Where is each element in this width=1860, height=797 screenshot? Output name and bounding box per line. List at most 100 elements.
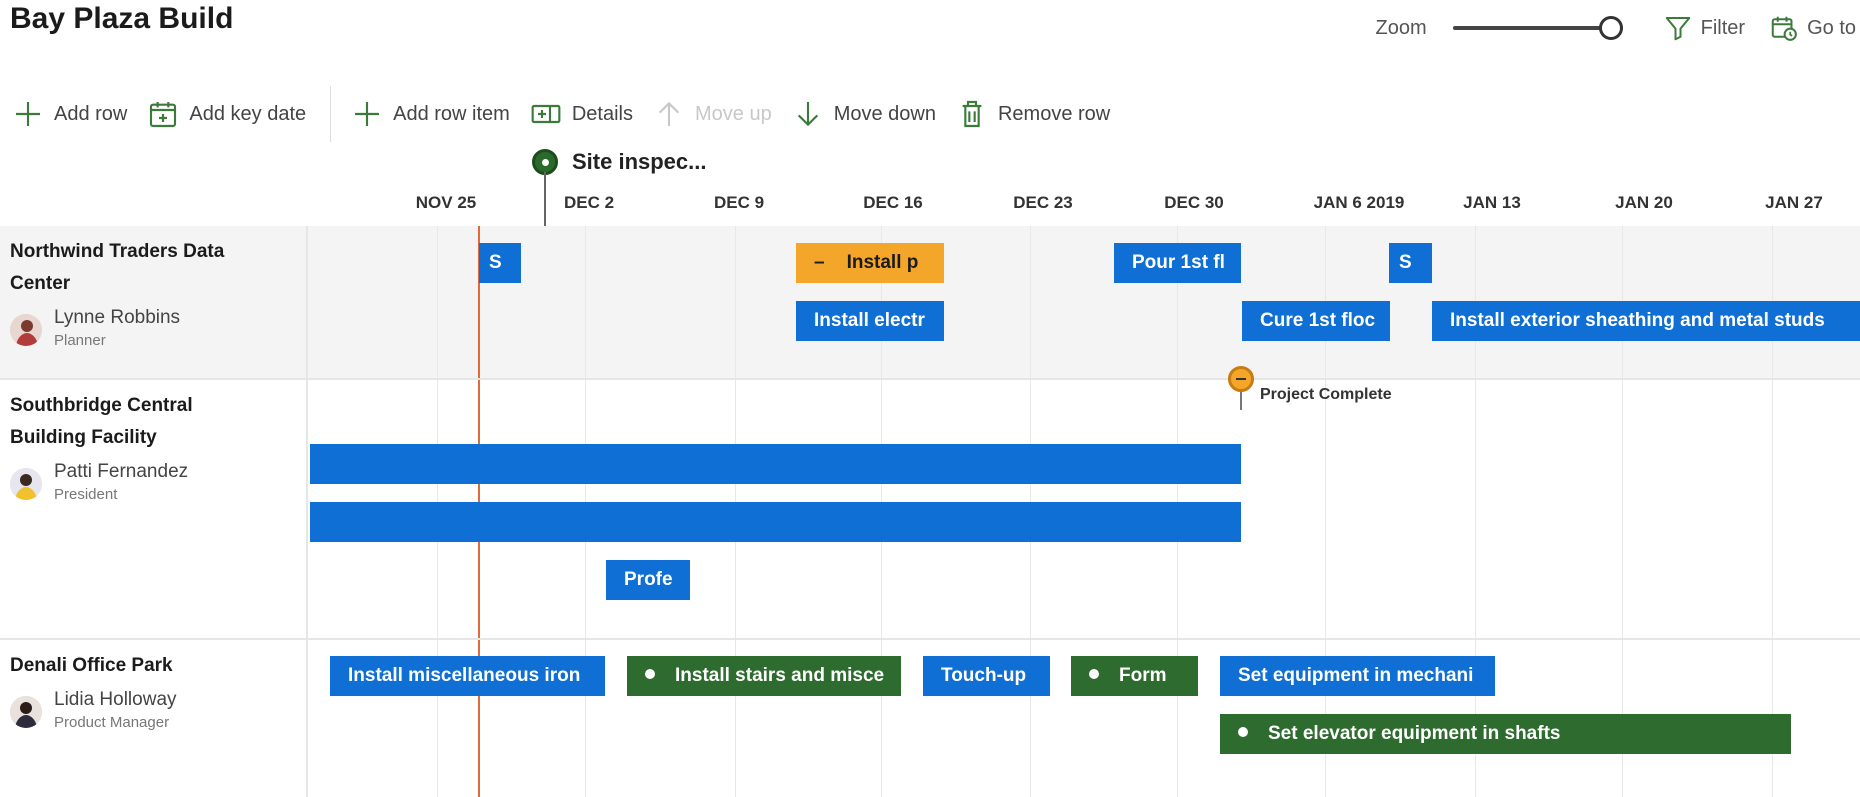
row-item[interactable]: [310, 444, 1241, 484]
row-item[interactable]: Install stairs and misce: [627, 656, 901, 696]
milestone-stem: [1240, 392, 1242, 410]
row-title: Northwind Traders Data Center: [10, 241, 225, 294]
zoom-slider-thumb[interactable]: [1598, 16, 1623, 40]
row-item-label: Install electr: [814, 310, 925, 331]
date-tick: NOV 25: [415, 193, 477, 212]
date-tick: DEC 23: [1013, 193, 1073, 212]
date-tick: DEC 16: [863, 193, 923, 212]
milestone-icon: [1228, 366, 1254, 392]
roadmap-row[interactable]: Northwind Traders Data Center Lynne Robb…: [0, 226, 1860, 380]
remove-row-button[interactable]: Remove row: [956, 98, 1110, 130]
calendar-clock-icon: [1771, 16, 1797, 41]
date-tick: JAN 6 2019: [1313, 193, 1405, 212]
view-controls: Zoom Filter Go to: [1376, 12, 1860, 44]
row-item-label: Touch-up: [941, 665, 1027, 686]
add-row-button[interactable]: Add row: [12, 98, 127, 130]
date-tick: JAN 27: [1765, 193, 1823, 212]
row-item[interactable]: Install exterior sheathing and metal stu…: [1432, 301, 1860, 341]
filter-button[interactable]: Filter: [1663, 13, 1745, 43]
toolbar: Add row Add key date Add row item Detail…: [12, 86, 1130, 142]
row-item[interactable]: Touch-up: [923, 656, 1050, 696]
gridline: [1030, 640, 1031, 797]
arrow-up-icon: [658, 101, 680, 126]
row-item[interactable]: Profe: [606, 560, 690, 600]
add-key-date-button[interactable]: Add key date: [147, 98, 306, 130]
row-item-label: Form: [1119, 665, 1167, 686]
details-panel-icon: [531, 104, 561, 124]
owner-role: Product Manager: [54, 714, 170, 731]
status-dot-icon: [1089, 668, 1099, 679]
plus-icon: [355, 102, 380, 126]
arrow-down-icon: [797, 102, 818, 127]
owner-name: Patti Fernandez: [54, 461, 189, 482]
row-item-label: Install exterior sheathing and metal stu…: [1450, 310, 1825, 331]
zoom-slider[interactable]: [1452, 16, 1623, 40]
move-up-label: Move up: [694, 102, 772, 125]
status-dot-icon: [645, 668, 655, 679]
row-item-label: Set equipment in mechani: [1238, 665, 1474, 686]
row-owner: Lynne Robbins Planner: [10, 306, 306, 352]
gridline: [1475, 380, 1476, 638]
details-label: Details: [571, 102, 633, 125]
gridline: [1622, 380, 1623, 638]
row-header[interactable]: Southbridge Central Building Facility Pa…: [0, 380, 308, 638]
owner-name: Lidia Holloway: [54, 689, 177, 710]
move-down-button[interactable]: Move down: [792, 98, 936, 130]
key-date-label: Site inspec...: [572, 149, 707, 174]
row-item[interactable]: [310, 502, 1241, 542]
timeline-header: Site inspec... NOV 25 DEC 2 DEC 9 DEC 16…: [308, 145, 1860, 225]
date-tick: DEC 30: [1164, 193, 1224, 212]
move-up-button[interactable]: Move up: [653, 98, 772, 130]
row-item[interactable]: S: [1389, 243, 1432, 283]
roadmap-row[interactable]: Southbridge Central Building Facility Pa…: [0, 366, 1860, 640]
row-item[interactable]: Install miscellaneous iron: [330, 656, 605, 696]
gridline: [881, 640, 882, 797]
remove-row-label: Remove row: [997, 102, 1111, 125]
gridline: [1177, 640, 1178, 797]
goto-button[interactable]: Go to: [1769, 13, 1856, 43]
row-header[interactable]: Denali Office Park Lidia Holloway Produc…: [0, 640, 308, 797]
milestone-label: Project Complete: [1260, 386, 1392, 403]
date-tick: JAN 20: [1615, 193, 1673, 212]
row-title: Denali Office Park: [10, 655, 173, 676]
gridline: [735, 640, 736, 797]
gridline: [1177, 226, 1178, 378]
owner-role: Planner: [54, 332, 106, 349]
minus-icon: –: [814, 252, 825, 273]
gridline: [585, 640, 586, 797]
plus-icon: [16, 102, 40, 126]
project-title: Bay Plaza Build: [10, 2, 234, 35]
key-date-site-inspection[interactable]: Site inspec...: [532, 149, 707, 175]
date-tick: DEC 2: [563, 193, 615, 212]
add-row-item-button[interactable]: Add row item: [351, 98, 510, 130]
goto-label: Go to: [1807, 16, 1856, 39]
row-item[interactable]: Cure 1st floc: [1242, 301, 1390, 341]
row-item[interactable]: Set equipment in mechani: [1220, 656, 1495, 696]
row-item[interactable]: Form: [1071, 656, 1198, 696]
row-item[interactable]: Install electr: [796, 301, 944, 341]
today-line: [478, 640, 480, 797]
row-item-label: Install miscellaneous iron: [348, 665, 581, 686]
gridline: [1325, 380, 1326, 638]
move-down-label: Move down: [833, 102, 936, 125]
gridline: [437, 226, 438, 378]
row-header[interactable]: Northwind Traders Data Center Lynne Robb…: [0, 226, 308, 378]
row-item[interactable]: –Install p: [796, 243, 944, 283]
add-row-item-label: Add row item: [393, 102, 510, 125]
row-item-label: Cure 1st floc: [1260, 310, 1376, 331]
row-item-label: S: [489, 252, 502, 273]
owner-role: President: [54, 486, 118, 503]
row-item[interactable]: S: [479, 243, 521, 283]
milestone-project-complete[interactable]: Project Complete: [1228, 366, 1392, 410]
date-tick: DEC 9: [713, 193, 765, 212]
row-item[interactable]: Pour 1st fl: [1114, 243, 1241, 283]
roadmap-rows: Northwind Traders Data Center Lynne Robb…: [0, 226, 1860, 797]
avatar: [10, 314, 42, 346]
filter-label: Filter: [1700, 16, 1746, 39]
key-date-line: [544, 172, 546, 226]
details-button[interactable]: Details: [530, 98, 633, 130]
roadmap-row[interactable]: Denali Office Park Lidia Holloway Produc…: [0, 640, 1860, 797]
gridline: [437, 640, 438, 797]
row-item[interactable]: Set elevator equipment in shafts: [1220, 714, 1791, 754]
